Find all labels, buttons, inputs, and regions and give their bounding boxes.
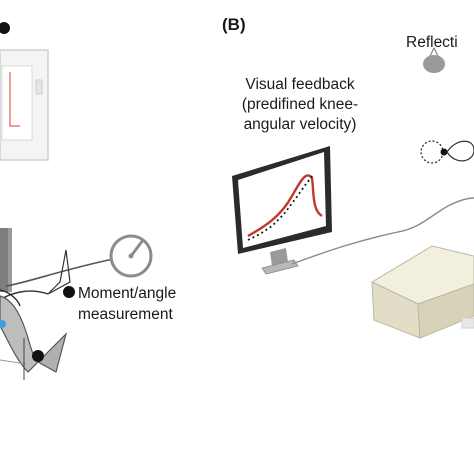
ankle-marker-dot <box>32 350 44 362</box>
device-box-icon <box>370 245 474 339</box>
visual-feedback-line-3: angular velocity) <box>243 116 357 134</box>
panel-b-label: (B) <box>222 15 246 34</box>
visual-feedback-caption: Visual feedback (predifined knee- angula… <box>220 75 380 135</box>
reflective-marker-icon <box>423 46 445 73</box>
gauge-icon <box>109 234 153 278</box>
dynamometer-column <box>0 228 12 292</box>
knee-sensor-dot <box>0 320 6 328</box>
measurement-line-1: Moment/angle <box>78 285 177 302</box>
limb-figure <box>0 289 68 380</box>
measurement-caption: Moment/angle measurement <box>78 284 176 326</box>
reflective-label: Reflecti <box>406 34 458 51</box>
cable-to-gauge <box>5 257 119 287</box>
measurement-pointer-dot <box>63 286 75 298</box>
visual-feedback-line-2: (predifined knee- <box>241 96 359 114</box>
wall-display-panel <box>0 49 49 161</box>
cone-wire <box>47 249 71 295</box>
monitor-icon <box>232 146 332 275</box>
visual-feedback-line-1: Visual feedback <box>245 76 355 93</box>
cable-monitor-device <box>291 197 474 265</box>
reflective-loop-schematic <box>420 140 474 164</box>
measurement-line-2: measurement <box>78 305 173 323</box>
panel-a-marker-dot <box>0 22 10 34</box>
